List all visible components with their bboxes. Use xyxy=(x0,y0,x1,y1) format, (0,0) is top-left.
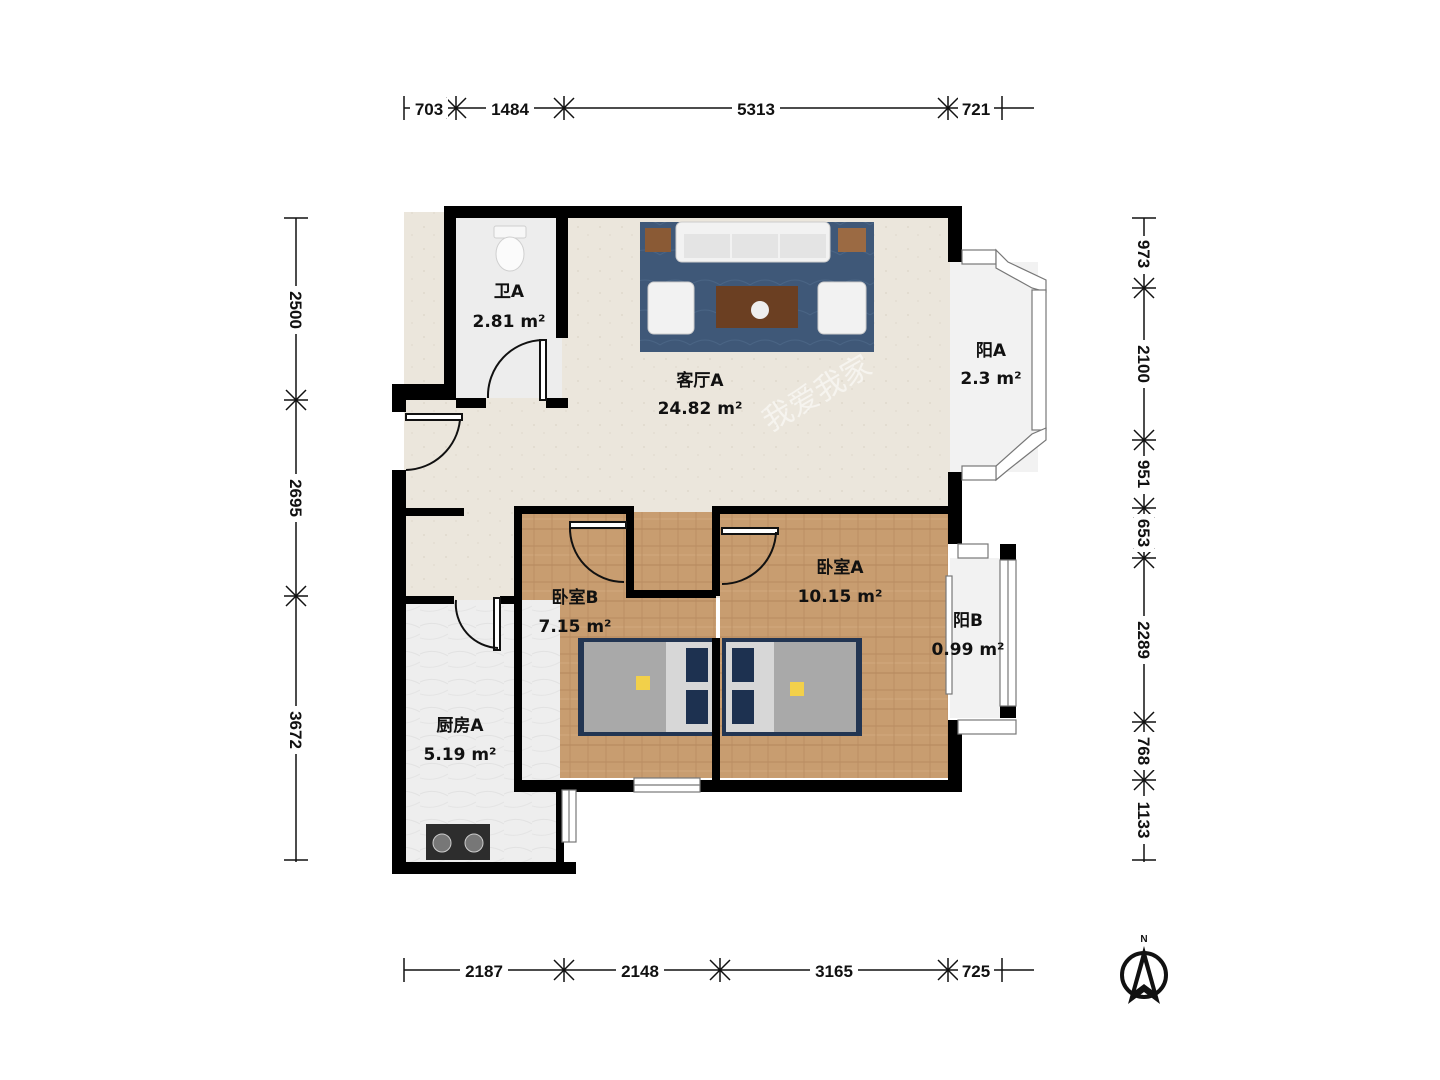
bedroom-a-area: 10.15 m² xyxy=(798,587,883,607)
dim-left-2: 2695 xyxy=(286,479,305,517)
living-furniture xyxy=(640,221,874,352)
balcony-b-name: 阳B xyxy=(953,611,983,631)
bath-fixtures xyxy=(493,225,527,272)
armchair-right xyxy=(817,281,867,335)
sofa-cushion-1 xyxy=(684,234,730,258)
balcony-a-name: 阳A xyxy=(976,341,1007,361)
dim-bottom-3: 3165 xyxy=(815,962,853,981)
kitchen-a-area: 5.19 m² xyxy=(423,745,496,765)
coffee-table-plate xyxy=(751,301,769,319)
dim-left-3: 3672 xyxy=(286,711,305,749)
dim-left-1: 2500 xyxy=(286,291,305,329)
sofa-cushion-3 xyxy=(780,234,826,258)
toilet-tank xyxy=(493,225,527,239)
dim-right-1: 973 xyxy=(1134,240,1153,268)
toilet-bowl xyxy=(495,236,525,272)
dim-bottom-1: 2187 xyxy=(465,962,503,981)
side-table-right xyxy=(838,228,866,252)
bed-b xyxy=(578,638,718,736)
dim-top-2: 1484 xyxy=(491,100,529,119)
dimensions-bottom xyxy=(403,958,1034,982)
compass-icon: N xyxy=(1120,934,1168,1004)
bath-a-area: 2.81 m² xyxy=(472,312,545,332)
bedroom-a-name: 卧室A xyxy=(816,557,864,578)
dim-bottom-2: 2148 xyxy=(621,962,659,981)
stove xyxy=(426,824,490,860)
dim-top-1: 703 xyxy=(415,100,443,119)
bed-a xyxy=(722,638,862,736)
dim-bottom-4: 725 xyxy=(962,962,990,981)
living-a-area: 24.82 m² xyxy=(658,399,743,419)
armchair-left xyxy=(647,281,695,335)
bedroom-b-name: 卧室B xyxy=(552,587,599,608)
corridor-floor xyxy=(404,500,516,600)
windows xyxy=(561,248,1047,843)
dim-right-5: 2289 xyxy=(1134,621,1153,659)
dim-right-6: 768 xyxy=(1134,737,1153,765)
kitchen-a-name: 厨房A xyxy=(436,715,484,736)
sofa-cushion-2 xyxy=(732,234,778,258)
side-table-left xyxy=(645,228,671,252)
compass-north-label: N xyxy=(1140,934,1147,945)
dim-top-4: 721 xyxy=(962,100,990,119)
dim-right-7: 1133 xyxy=(1134,802,1153,839)
bath-a-name: 卫A xyxy=(494,282,525,302)
dim-right-4: 653 xyxy=(1134,519,1153,547)
living-a-name: 客厅A xyxy=(675,370,724,391)
room-labels: 卫A 2.81 m² 客厅A 24.82 m² 阳A 2.3 m² 卧室B 7.… xyxy=(423,282,1021,765)
doors xyxy=(405,339,779,651)
balcony-b-area: 0.99 m² xyxy=(931,640,1004,660)
balcony-a-floor xyxy=(950,262,1038,472)
dim-top-3: 5313 xyxy=(737,100,775,119)
bedroom-b-area: 7.15 m² xyxy=(538,617,611,637)
walls xyxy=(392,206,1016,874)
dim-right-3: 951 xyxy=(1134,460,1153,488)
balcony-b-floor xyxy=(950,558,1008,718)
dim-right-2: 2100 xyxy=(1134,345,1153,383)
dimension-labels: 703 1484 5313 721 2187 2148 3165 725 250… xyxy=(286,98,1154,981)
balcony-a-area: 2.3 m² xyxy=(960,369,1021,389)
